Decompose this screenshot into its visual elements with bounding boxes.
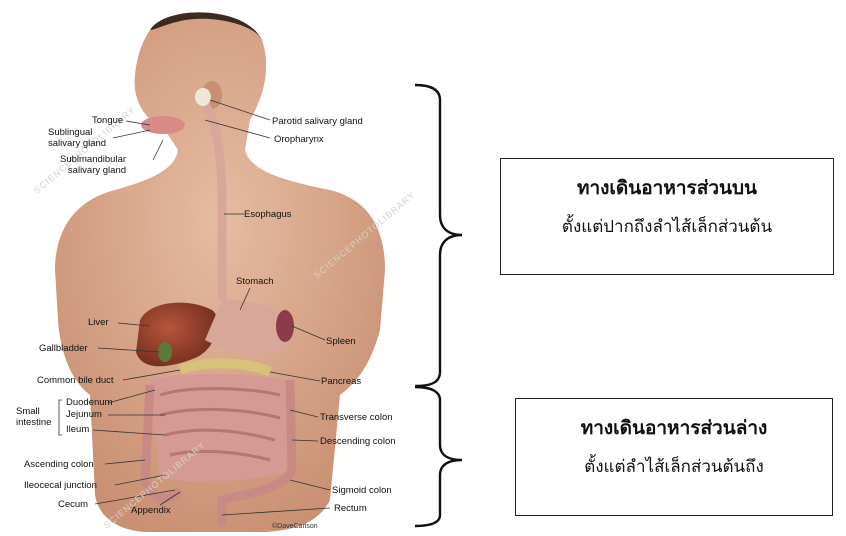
lower-tract-subtitle: ตั้งแต่ลำไส้เล็กส่วนต้นถึง: [516, 453, 832, 480]
label-submandibular-gland: Sublmandibular salivary gland: [60, 154, 126, 176]
label-small-intestine: Small intestine: [16, 406, 51, 428]
label-duodenum: Duodenum: [66, 397, 112, 408]
label-rectum: Rectum: [334, 503, 367, 514]
label-jejunum: Jejunum: [66, 409, 102, 420]
label-sublingual-gland: Sublingual salivary gland: [48, 127, 106, 149]
upper-tract-subtitle: ตั้งแต่ปากถึงลำไส้เล็กส่วนต้น: [501, 213, 833, 240]
lower-tract-box: ทางเดินอาหารส่วนล่าง ตั้งแต่ลำไส้เล็กส่ว…: [515, 398, 833, 516]
lower-tract-title: ทางเดินอาหารส่วนล่าง: [516, 413, 832, 443]
illustration-credit: ©DaveCarlson: [272, 523, 318, 530]
label-ascending-colon: Ascending colon: [24, 459, 94, 470]
label-esophagus: Esophagus: [244, 209, 292, 220]
label-pancreas: Pancreas: [321, 376, 361, 387]
label-ileum: Ileum: [66, 424, 89, 435]
label-transverse-colon: Transverse colon: [320, 412, 393, 423]
label-spleen: Spleen: [326, 336, 356, 347]
label-common-bile-duct: Common bile duct: [37, 375, 114, 386]
label-gallbladder: Gallbladder: [39, 343, 88, 354]
label-stomach: Stomach: [236, 276, 274, 287]
upper-tract-title: ทางเดินอาหารส่วนบน: [501, 173, 833, 203]
label-liver: Liver: [88, 317, 109, 328]
label-sigmoid-colon: Sigmoid colon: [332, 485, 392, 496]
label-descending-colon: Descending colon: [320, 436, 396, 447]
upper-tract-box: ทางเดินอาหารส่วนบน ตั้งแต่ปากถึงลำไส้เล็…: [500, 158, 834, 275]
lower-brace: [415, 387, 462, 526]
label-tongue: Tongue: [92, 115, 123, 126]
label-parotid-gland: Parotid salivary gland: [272, 116, 363, 127]
upper-brace: [415, 85, 462, 386]
label-appendix: Appendix: [131, 505, 171, 516]
label-oropharynx: Oropharynx: [274, 134, 324, 145]
label-cecum: Cecum: [58, 499, 88, 510]
label-ileocecal-junction: Ileocecal junction: [24, 480, 97, 491]
